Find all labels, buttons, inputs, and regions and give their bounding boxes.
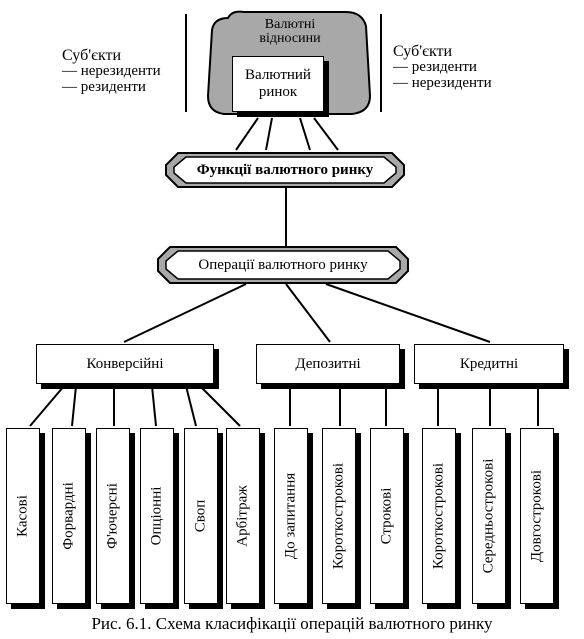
operation-item: Форвардні [52,428,86,604]
group-conversion-box: Конверсійні [36,344,214,384]
operation-item-label: Короткострокові [330,462,347,570]
left-subjects-title: Суб'єкти [62,47,122,64]
figure-caption: Рис. 6.1. Схема класифікації операцій ва… [91,614,493,633]
right-subjects-item: — нерезиденти [393,75,492,91]
operation-item-label: Короткострокові [430,462,447,570]
operation-item: До запитання [274,428,308,604]
operation-item: Довгострокові [520,428,554,604]
operation-item: Своп [184,428,218,604]
operation-item-label: Строкові [378,487,395,545]
operation-item: Строкові [370,428,404,604]
left-subjects-item: — резиденти [62,79,146,95]
operation-item: Касові [6,428,40,604]
operation-item-label: Середньострокові [480,458,497,574]
functions-label: Функції валютного ринку [196,161,374,178]
currency-market-box: Валютний ринок [232,56,324,112]
currency-relations-label: Валютні відносини [259,17,321,46]
right-subjects-item: — резиденти [393,59,477,75]
group-deposit-label: Депозитні [295,355,361,372]
operation-item: Короткострокові [322,428,356,604]
right-subjects-title: Суб'єкти [393,43,453,60]
operation-item: Короткострокові [422,428,456,604]
operation-item-label: Арбітраж [234,485,251,547]
group-credit-box: Кредитні [414,344,564,384]
operation-item-label: Своп [192,499,209,533]
group-credit-label: Кредитні [459,355,519,372]
operation-item: Середньострокові [472,428,506,604]
group-deposit-box: Депозитні [256,344,400,384]
operation-item-label: Ф'ючерсні [104,483,121,549]
operation-item-label: Опціонні [148,486,165,546]
operation-item-label: Довгострокові [528,469,545,563]
left-subjects-item: — нерезиденти [62,63,161,79]
operations-label: Операції валютного ринку [198,256,368,273]
operation-item-label: Форвардні [60,482,77,550]
operation-item-label: Касові [14,495,31,537]
currency-market-label: Валютний ринок [245,67,311,100]
group-conversion-label: Конверсійні [86,355,164,372]
operation-item: Опціонні [140,428,174,604]
operation-item-label: До запитання [282,472,299,560]
operation-item: Ф'ючерсні [96,428,130,604]
operation-item: Арбітраж [226,428,260,604]
